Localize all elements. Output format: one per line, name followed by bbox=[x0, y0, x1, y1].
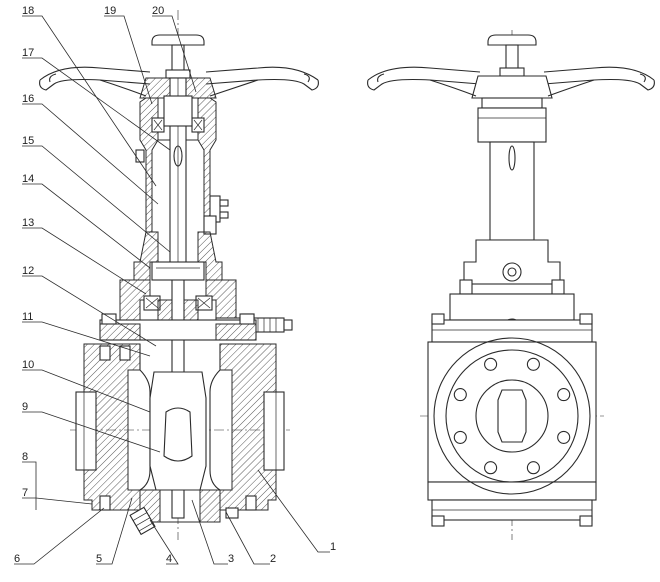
part-label-18: 18 bbox=[22, 5, 34, 17]
part-label-12: 12 bbox=[22, 265, 34, 277]
part-label-9: 9 bbox=[22, 401, 28, 413]
side-bonnet bbox=[431, 293, 593, 343]
part-label-6: 6 bbox=[14, 553, 20, 565]
bolt-hole bbox=[484, 357, 498, 371]
part-label-7: 7 bbox=[22, 487, 28, 499]
part-label-20: 20 bbox=[152, 5, 164, 17]
side-view bbox=[367, 30, 655, 540]
end-flange-inner bbox=[445, 349, 579, 483]
valve-body bbox=[75, 343, 285, 536]
bore bbox=[475, 379, 549, 453]
side-yoke bbox=[459, 97, 565, 295]
part-label-10: 10 bbox=[22, 359, 34, 371]
body-top-flange bbox=[99, 313, 257, 341]
part-label-19: 19 bbox=[104, 5, 116, 17]
side-handwheel bbox=[367, 66, 655, 99]
part-label-2: 2 bbox=[270, 553, 276, 565]
part-label-1: 1 bbox=[330, 541, 336, 553]
sectional-view: 18 19 20 17 16 15 14 13 12 11 10 9 8 7 6… bbox=[14, 5, 336, 565]
part-label-17: 17 bbox=[22, 47, 34, 59]
part-label-14: 14 bbox=[22, 173, 34, 185]
gate-end bbox=[497, 389, 527, 443]
bolt-hole bbox=[453, 430, 467, 444]
bolt-hole bbox=[557, 388, 571, 402]
end-flange-outer bbox=[433, 337, 591, 495]
part-label-3: 3 bbox=[228, 553, 234, 565]
part-label-11: 11 bbox=[22, 311, 33, 323]
part-label-16: 16 bbox=[22, 93, 34, 105]
part-label-5: 5 bbox=[96, 553, 102, 565]
bolt-hole bbox=[526, 461, 540, 475]
leader-lines bbox=[14, 15, 330, 565]
flange-bolt-holes bbox=[453, 357, 571, 475]
part-label-4: 4 bbox=[166, 553, 172, 565]
handwheel bbox=[39, 66, 319, 99]
bolt-hole bbox=[484, 461, 498, 475]
bolt-hole bbox=[557, 430, 571, 444]
bolt-hole bbox=[526, 357, 540, 371]
part-label-15: 15 bbox=[22, 135, 34, 147]
side-top-knob bbox=[487, 34, 537, 77]
part-number-labels: 18 19 20 17 16 15 14 13 12 11 10 9 8 7 6… bbox=[14, 5, 336, 565]
top-knob bbox=[151, 34, 205, 79]
bolt-hole bbox=[453, 388, 467, 402]
part-label-13: 13 bbox=[22, 217, 34, 229]
part-label-8: 8 bbox=[22, 451, 28, 463]
